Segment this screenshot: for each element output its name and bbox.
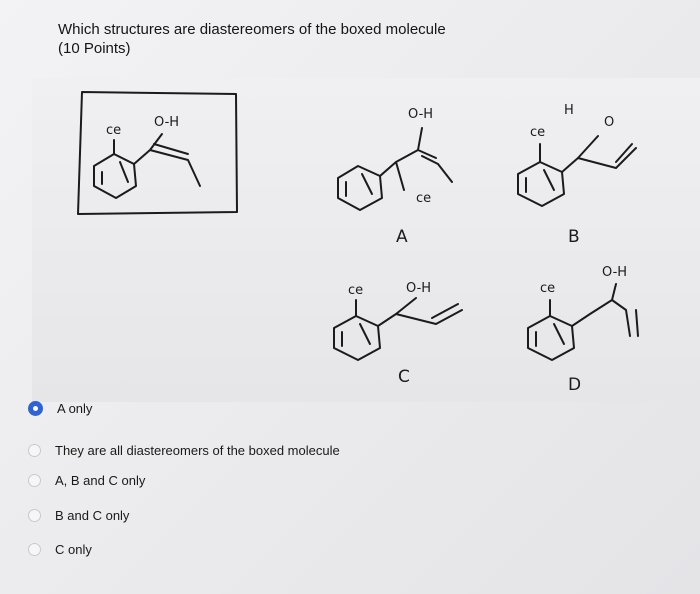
a-chain	[379, 127, 453, 191]
option-all-diastereomers[interactable]: They are all diastereomers of the boxed …	[28, 443, 340, 458]
b-o-label: O	[604, 115, 614, 130]
option-b-c-only[interactable]: B and C only	[28, 508, 129, 523]
d-label: D	[568, 375, 581, 395]
c-cl-label: ce	[348, 283, 363, 298]
question-text: Which structures are diastereomers of th…	[58, 20, 658, 58]
structures-drawing: ce O-H O-H ce A H O ce B ce O	[77, 91, 639, 395]
option-radio[interactable]	[28, 444, 41, 457]
a-oh-label: O-H	[408, 107, 433, 122]
option-label: A, B and C only	[55, 473, 146, 488]
option-c-only[interactable]: C only	[28, 542, 92, 557]
c-chain	[355, 297, 463, 327]
d-cl-label: ce	[540, 281, 555, 296]
option-radio[interactable]	[28, 401, 43, 416]
option-radio[interactable]	[28, 543, 41, 556]
boxed-chain	[133, 133, 201, 187]
option-radio[interactable]	[28, 509, 41, 522]
b-cl-label: ce	[530, 125, 545, 140]
option-radio[interactable]	[28, 474, 41, 487]
question-line-1: Which structures are diastereomers of th…	[58, 21, 446, 38]
box-outline	[77, 91, 238, 215]
d-oh-label: O-H	[602, 265, 627, 280]
c-label: C	[398, 367, 410, 387]
question-image: ce O-H O-H ce A H O ce B ce O	[32, 78, 700, 402]
boxed-oh-label: O-H	[154, 115, 179, 130]
structure-d: ce O-H D	[527, 265, 639, 395]
a-label: A	[396, 227, 408, 247]
option-label: They are all diastereomers of the boxed …	[55, 443, 340, 458]
boxed-molecule: ce O-H	[77, 91, 238, 215]
option-label: B and C only	[55, 508, 130, 523]
option-a-only[interactable]: A only	[28, 401, 92, 416]
structure-a: O-H ce A	[337, 107, 453, 247]
question-points: (10 Points)	[58, 40, 131, 57]
boxed-cl-label: ce	[106, 123, 121, 138]
b-label: B	[568, 227, 580, 247]
a-benzene-ring	[337, 165, 383, 211]
c-oh-label: O-H	[406, 281, 431, 296]
a-cl-label: ce	[416, 191, 431, 206]
b-h-label: H	[564, 103, 574, 118]
option-label: C only	[55, 542, 92, 557]
d-chain	[549, 283, 639, 337]
option-a-b-c-only[interactable]: A, B and C only	[28, 473, 145, 488]
structure-c: ce O-H C	[333, 281, 463, 387]
b-chain	[539, 135, 637, 173]
option-label: A only	[57, 401, 93, 416]
structure-b: H O ce B	[517, 103, 637, 247]
